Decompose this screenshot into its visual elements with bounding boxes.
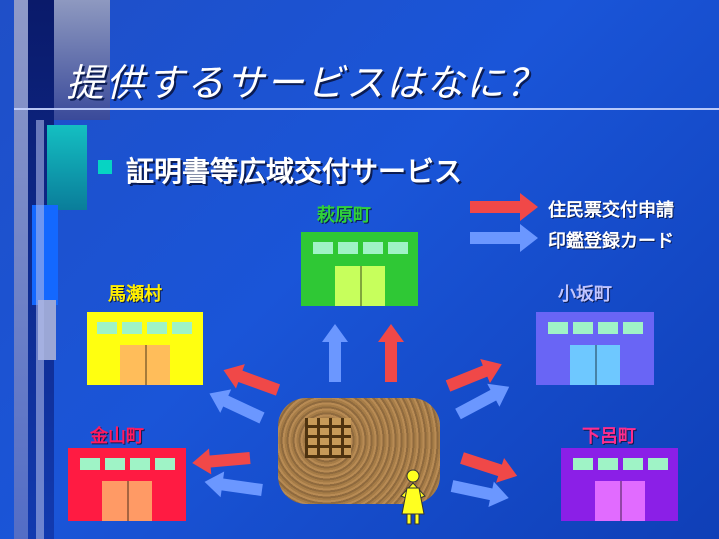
arrow-red-hagiwara: [378, 324, 404, 382]
deco-bar-white: [14, 0, 28, 539]
arrow-red-maze: [219, 357, 283, 403]
deco-bar-teal: [47, 125, 87, 210]
town-label-maze: 馬瀬村: [108, 284, 162, 305]
arrow-red-kanayama: [191, 445, 252, 477]
legend-blue-arrow-icon: [470, 224, 538, 252]
building-kanayama: [68, 448, 186, 521]
legend-label-juminhyo: 住民票交付申請: [548, 200, 674, 221]
person-icon: [400, 469, 426, 525]
building-osaka: [536, 312, 654, 385]
town-label-osaka: 小坂町: [558, 284, 612, 305]
arrow-blue-kanayama: [202, 469, 264, 503]
office-window-grid: [305, 418, 351, 458]
legend-red-arrow-icon: [470, 193, 538, 221]
deco-bar-slim: [36, 120, 44, 539]
town-label-kanayama: 金山町: [90, 426, 144, 447]
title-divider: [14, 108, 719, 110]
building-hagiwara: [301, 232, 418, 306]
slide-title: 提供するサービスはなに？: [66, 61, 547, 105]
deco-bar-gray: [54, 0, 110, 120]
building-gero: [561, 448, 678, 521]
arrow-blue-hagiwara: [322, 324, 348, 382]
arrow-red-gero: [457, 445, 522, 489]
bullet-text: 証明書等広域交付サービス: [126, 155, 463, 188]
legend-label-inkan: 印鑑登録カード: [548, 231, 674, 252]
building-maze: [87, 312, 203, 385]
bullet-square-icon: [98, 160, 112, 174]
town-label-gero: 下呂町: [582, 426, 636, 447]
town-label-hagiwara: 萩原町: [317, 205, 371, 226]
